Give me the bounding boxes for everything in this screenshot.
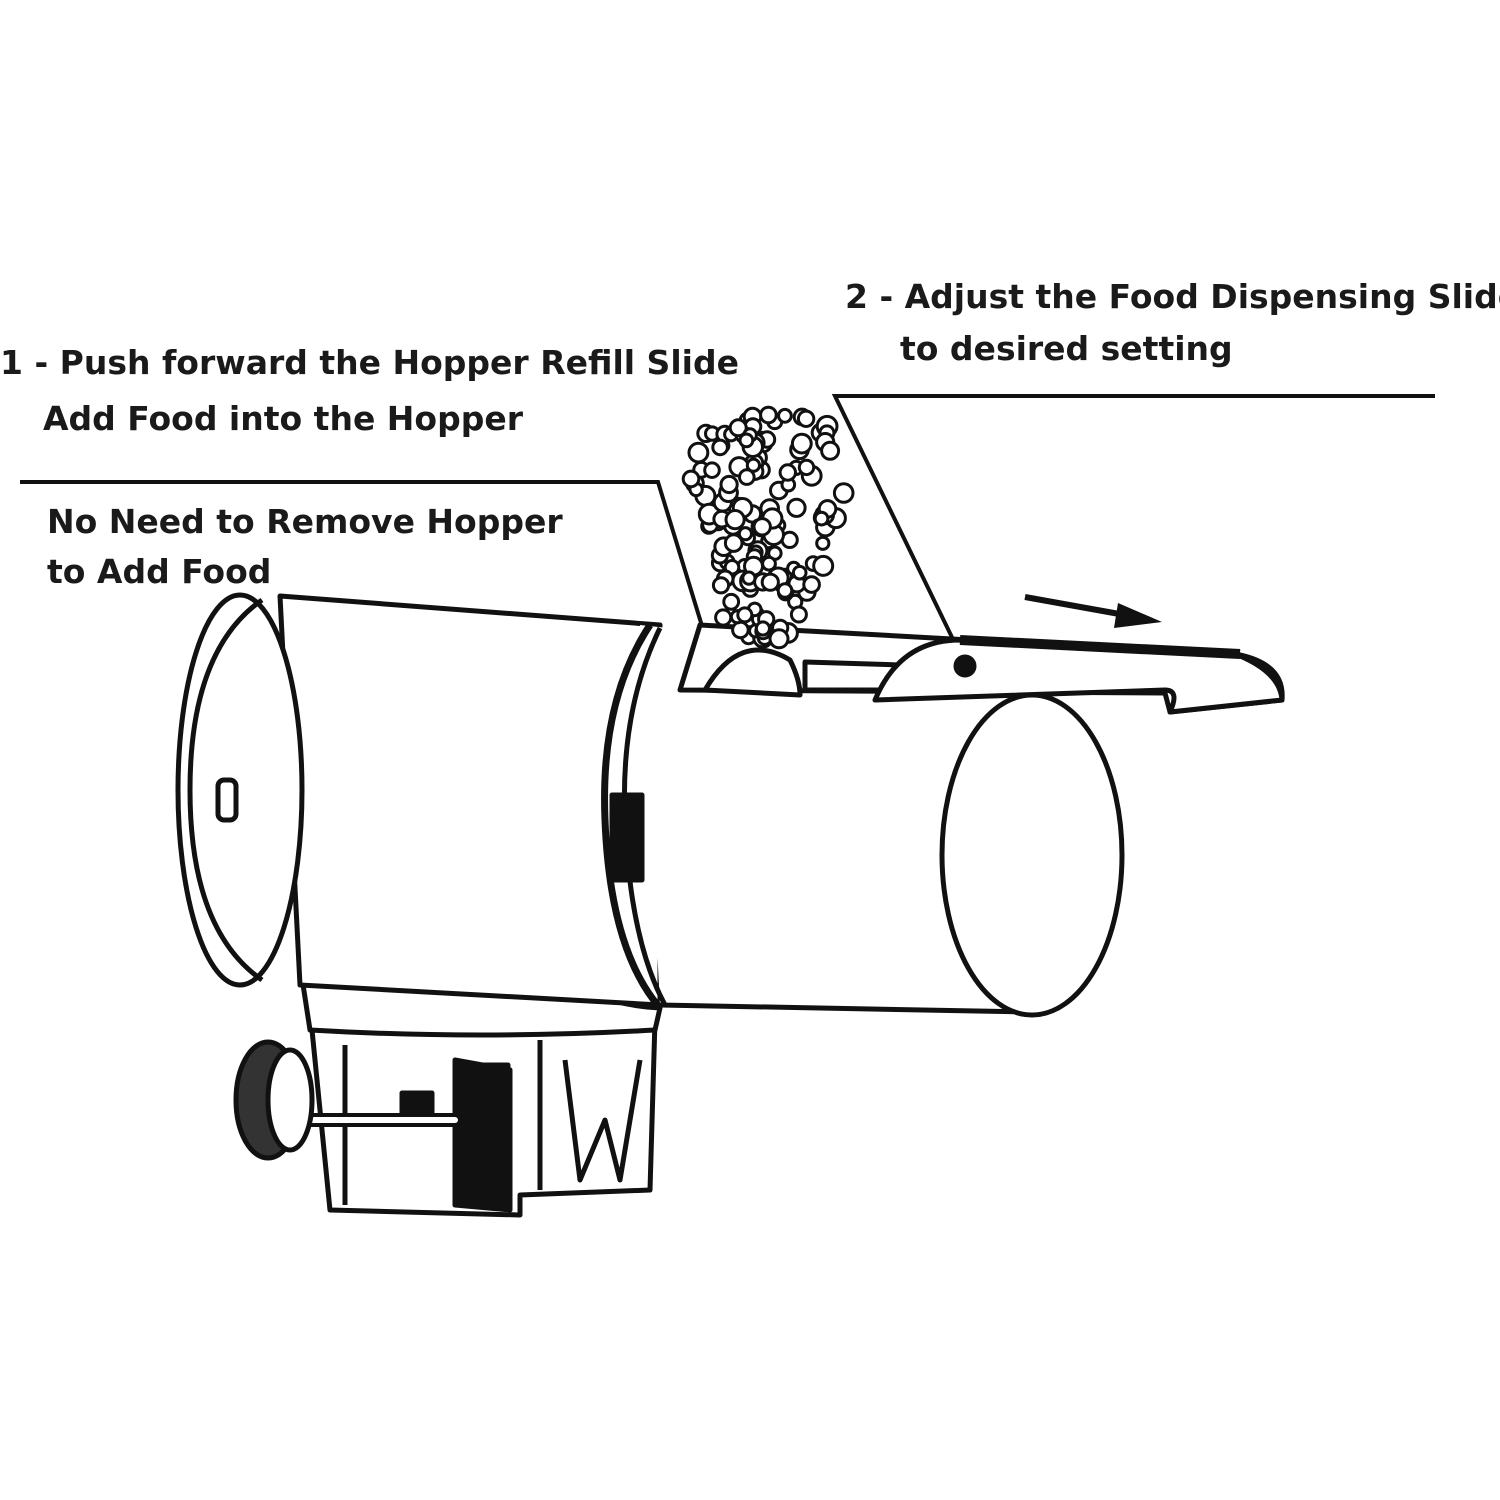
food-pellet: [719, 474, 739, 495]
food-pellet: [832, 482, 855, 504]
food-pellet: [754, 620, 772, 637]
step2-label-line1: 2 - Adjust the Food Dispensing Slide: [845, 277, 1500, 316]
indicator-light: [215, 777, 239, 823]
food-pellet: [791, 564, 808, 581]
food-pellet: [790, 432, 813, 455]
food-pellet: [723, 533, 744, 553]
food-pellet: [777, 407, 793, 424]
food-pellet: [711, 576, 731, 595]
food-pellet: [778, 463, 797, 482]
step1-leader-line: [20, 480, 704, 627]
display-panel: [609, 792, 645, 883]
food-pellet: [711, 438, 729, 457]
food-pellet: [789, 605, 808, 624]
food-pellet: [722, 592, 741, 611]
food-pellet: [802, 575, 821, 594]
food-pellet: [687, 441, 710, 464]
food-pellet: [768, 628, 790, 650]
note-label-line1: No Need to Remove Hopper: [47, 502, 563, 541]
food-pellet: [736, 606, 754, 624]
food-pellet: [759, 405, 778, 425]
food-pellets-icon: [681, 405, 855, 650]
step1-label-line1: 1 - Push forward the Hopper Refill Slide: [0, 343, 739, 382]
clamp-base: [293, 1007, 658, 1218]
food-pellet: [737, 526, 754, 542]
hopper-refill-opening: [702, 647, 803, 698]
food-pellet: [703, 461, 721, 480]
food-pellet: [812, 554, 835, 577]
food-pellet: [738, 468, 756, 486]
food-pellet: [752, 517, 772, 537]
food-pellet: [820, 440, 841, 461]
food-pellet: [738, 432, 755, 449]
food-pellet: [741, 570, 757, 586]
step2-label-line2: to desired setting: [900, 329, 1233, 368]
clamp-knob: [233, 1039, 315, 1161]
food-pellet: [797, 458, 816, 477]
food-pellet: [776, 582, 794, 599]
food-pellet: [813, 510, 830, 527]
slide-direction-arrow-icon: [1024, 594, 1162, 628]
food-pellet: [761, 555, 777, 572]
step2-leader-line: [831, 394, 1435, 661]
food-pellet: [786, 497, 807, 518]
step1-label-line2: Add Food into the Hopper: [43, 399, 524, 438]
food-pellet: [731, 620, 750, 640]
food-pellet: [796, 409, 816, 428]
food-pellet: [724, 508, 746, 531]
feeder-device: [175, 592, 1285, 1218]
food-pellet: [714, 608, 733, 627]
leader-lines: [20, 394, 1435, 661]
food-pellet: [815, 535, 831, 551]
note-label-line2: to Add Food: [47, 552, 271, 591]
food-pellet: [760, 572, 780, 592]
food-pellet: [728, 418, 748, 438]
food-pellet: [681, 469, 701, 489]
food-dispensing-slide[interactable]: [872, 637, 1285, 715]
